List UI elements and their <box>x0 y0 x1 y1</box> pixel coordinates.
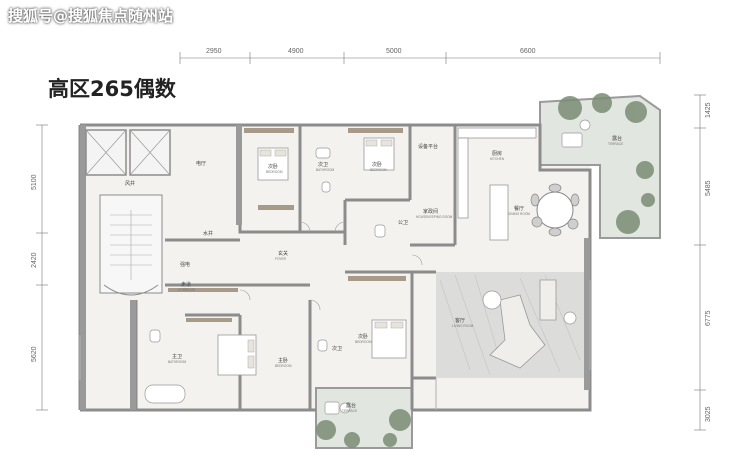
watermark-text: 搜狐号@搜狐焦点随州站 <box>8 7 174 25</box>
dim-top-4: 6600 <box>520 48 536 55</box>
elevator-cross-marks <box>85 129 171 176</box>
top-dimension-line <box>179 52 661 64</box>
label-water-well: 水井 <box>203 230 213 237</box>
living-sofa <box>489 279 557 369</box>
label-terrace-top: 露台 <box>612 135 622 142</box>
label-foyer-en: FOYER <box>275 257 287 261</box>
label-master-bedroom-en: BEDROOM <box>275 364 292 368</box>
furniture-bathroom <box>144 147 386 404</box>
label-foyer: 玄关 <box>278 250 288 257</box>
label-terrace-top-en: TERRACE <box>608 142 623 146</box>
dim-top-3: 5000 <box>386 48 402 55</box>
label-public-bath: 公卫 <box>398 220 408 226</box>
dim-left-2: 2420 <box>31 252 38 268</box>
dining-chairs <box>530 183 580 237</box>
label-kitchen-en: KITCHEN <box>490 157 505 161</box>
plants <box>316 93 655 448</box>
label-bathroom-2-en: BATHROOM <box>316 168 335 172</box>
dim-right-2: 5485 <box>705 180 712 196</box>
label-living-en: LIVING ROOM <box>452 324 474 328</box>
label-bedroom-2-en: BEDROOM <box>266 170 283 174</box>
label-master-bedroom: 主卧 <box>278 357 288 364</box>
label-housekeeping: 家政间 <box>423 208 438 215</box>
furniture-kitchen <box>457 127 537 241</box>
door-swings <box>239 221 423 311</box>
label-equipment-platform: 设备平台 <box>418 143 438 150</box>
label-master-bath-en: BATHROOM <box>168 360 187 364</box>
stair-treads <box>110 210 152 280</box>
label-bathroom-2: 次卫 <box>318 161 328 168</box>
label-shaft: 风井 <box>125 180 135 187</box>
thick-walls <box>80 125 590 410</box>
dim-top-2: 4900 <box>288 48 304 55</box>
furniture-pillows <box>247 139 404 369</box>
terrace-top-right-area <box>539 94 661 239</box>
dim-right-4: 3025 <box>705 406 712 422</box>
label-hall: 电厅 <box>196 160 206 167</box>
label-terrace-bottom-en: TERRACE <box>342 409 357 413</box>
label-housekeeping-en: HOUSEKEEPING ROOM <box>416 215 453 219</box>
label-kitchen: 厨房 <box>492 150 502 157</box>
label-bedroom-3-en: BEDROOM <box>370 168 387 172</box>
label-living: 客厅 <box>455 317 465 324</box>
label-bedroom-3: 次卧 <box>372 161 382 168</box>
label-terrace-bottom: 露台 <box>346 402 356 409</box>
right-dimension-line <box>694 94 706 431</box>
label-bathroom-4: 次卫 <box>332 345 342 352</box>
label-master-bath: 主卫 <box>172 353 182 360</box>
label-bedroom-2: 次卧 <box>268 163 278 170</box>
dim-left-1: 5100 <box>31 174 38 190</box>
label-bedroom-4: 次卧 <box>358 333 368 340</box>
windows <box>79 280 591 410</box>
stair-curve <box>103 284 159 296</box>
dim-top-1: 2950 <box>206 48 222 55</box>
terrace-bottom-area <box>315 387 413 449</box>
dim-right-3: 6775 <box>705 310 712 326</box>
terrace-furniture <box>324 119 591 415</box>
label-dining-en: DINING ROOM <box>508 212 530 216</box>
living-coffee-table <box>482 290 577 325</box>
plan-title: 高区265偶数 <box>48 77 176 101</box>
dim-right-1: 1425 <box>705 102 712 118</box>
label-corridor-en: CORRIDOR <box>178 288 196 292</box>
left-dimension-line <box>36 124 48 411</box>
dining-table <box>536 191 574 229</box>
dim-left-3: 5620 <box>31 346 38 362</box>
label-strong-elec: 强电 <box>180 261 190 268</box>
label-bedroom-4-en: BEDROOM <box>355 340 372 344</box>
label-dining: 餐厅 <box>514 205 524 212</box>
furniture-wardrobes <box>168 128 406 322</box>
label-corridor: 走道 <box>181 281 191 288</box>
